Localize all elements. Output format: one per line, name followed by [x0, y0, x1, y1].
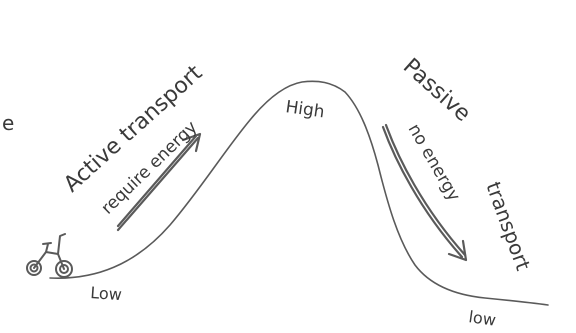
- peak-high-label: High: [284, 97, 325, 122]
- end-low-label: low: [467, 307, 497, 330]
- passive-transport-label: transport: [481, 179, 535, 274]
- bicycle-icon: [26, 233, 73, 278]
- arrow-down-slope-icon: [381, 123, 468, 262]
- passive-label: Passive: [398, 54, 475, 127]
- start-low-label: Low: [90, 283, 123, 304]
- edge-fragment-text: e: [2, 111, 14, 135]
- arrow-up-slope-icon: [116, 132, 202, 232]
- no-energy-label: no energy: [404, 121, 464, 205]
- hill-curve: [49, 80, 549, 306]
